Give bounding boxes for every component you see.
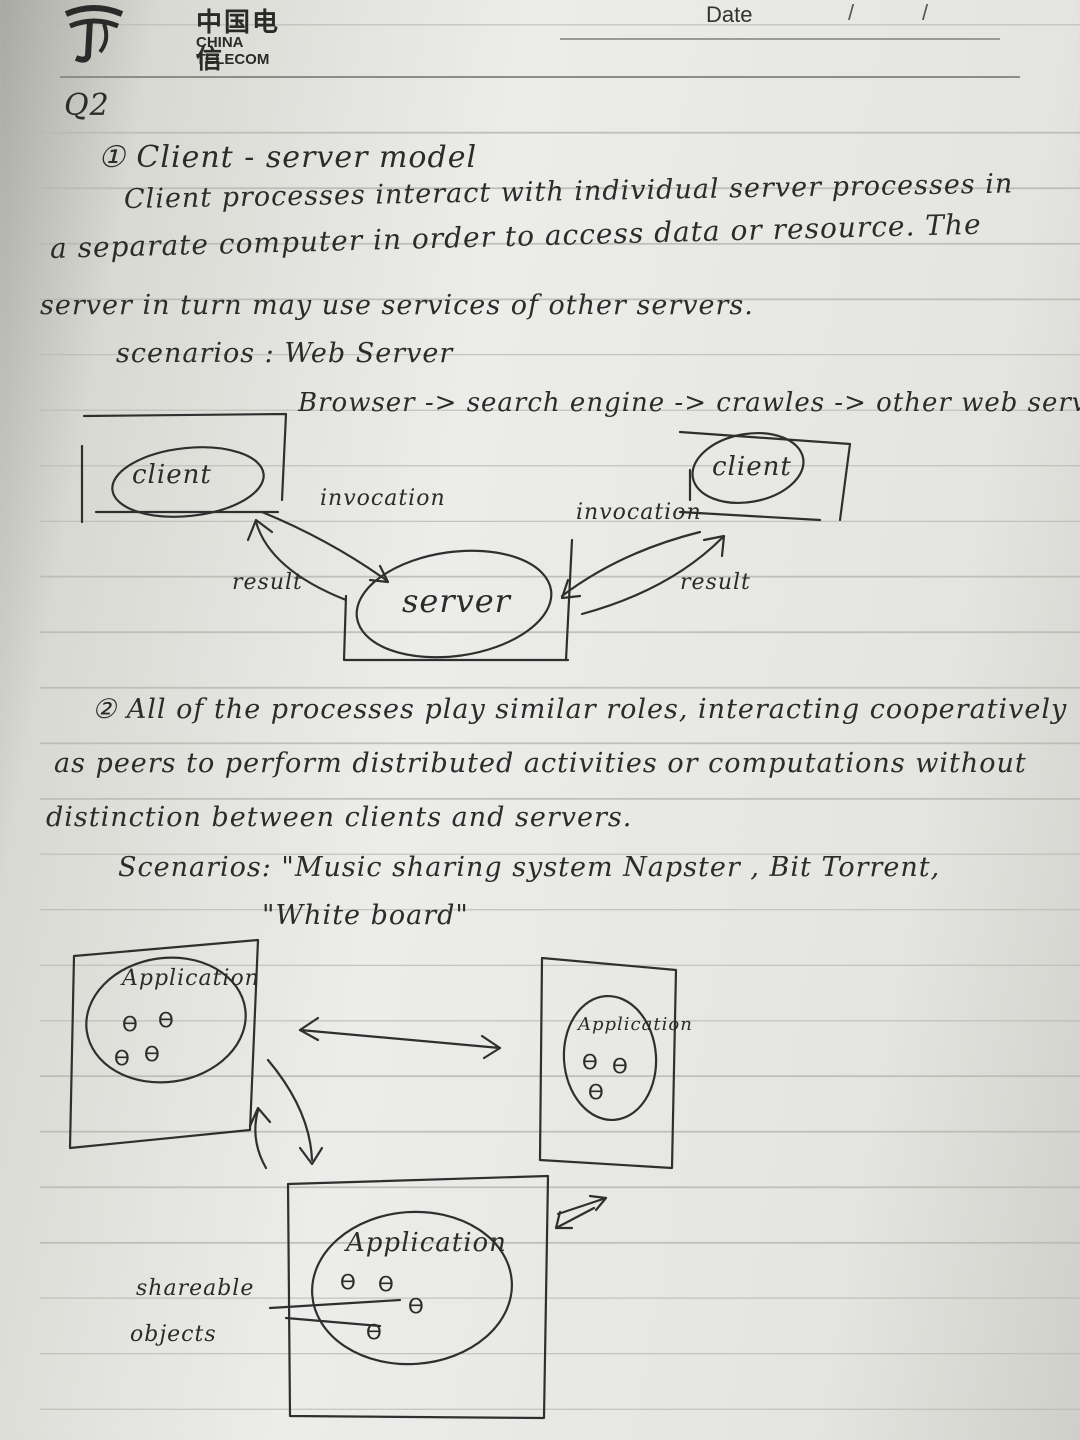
client-label-right: client [712,452,792,482]
result-arrow-left [246,518,274,542]
brand-english: CHINA TELECOM [196,34,270,68]
invocation-label-right: invocation [576,500,702,525]
section1-title: ① Client - server model [98,140,478,175]
client-box-right [678,510,822,522]
date-separator: / [922,0,929,25]
object-icon: ϴ [408,1294,424,1318]
server-box [342,594,570,662]
question-label: Q2 [64,88,110,123]
section1-scenarios: scenarios : Web Server [116,338,454,369]
double-arrow-right [554,1206,596,1230]
date-label: Date [706,2,753,27]
double-arrow-right [556,1196,608,1216]
application-label-bottom: Application [346,1228,507,1258]
date-separator: / [848,0,855,25]
server-label: server [402,582,511,620]
objects-label: objects [130,1322,217,1347]
double-arrow-left [298,1146,324,1166]
object-icon: ϴ [582,1050,598,1074]
section1-chain: Browser -> search engine -> crawles -> o… [298,388,1080,418]
server-box [564,538,574,662]
brand-chinese: 中国电信 [196,8,281,75]
client-ellipse-right [691,432,805,504]
double-arrow-top [298,1028,502,1050]
result-arrow-right [702,534,726,558]
peer-box-bottom [286,1174,550,1420]
application-ellipse-left [85,956,247,1084]
section2-scenarios: Scenarios: "Music sharing system Napster… [118,852,941,883]
server-ellipse [355,549,553,659]
double-arrow-left [248,1106,272,1128]
china-telecom-logo: 中国电信 CHINA TELECOM [60,0,280,75]
invocation-arrow-left [368,564,390,584]
result-arrow-left [254,520,348,602]
double-arrow-top [298,1016,320,1042]
section1-line3: server in turn may use services of other… [40,290,754,321]
object-icon: ϴ [340,1270,356,1294]
date-rule [560,38,1000,40]
double-arrow-left [266,1058,314,1162]
object-icon: ϴ [114,1046,130,1070]
object-icon: ϴ [144,1042,160,1066]
application-label-right: Application [578,1014,693,1035]
double-arrow-top [480,1034,502,1060]
section2-line1: ② All of the processes play similar role… [92,694,1068,725]
ruled-lines [40,0,1080,1440]
double-arrow-right [588,1194,608,1212]
section2-line2: as peers to perform distributed activiti… [54,748,1027,779]
double-arrow-left [254,1108,268,1170]
shareable-pointer [284,1316,382,1328]
shareable-label: shareable [136,1276,255,1301]
invocation-arrow-right [560,530,702,598]
object-icon: ϴ [366,1320,382,1344]
shareable-pointer [268,1298,402,1310]
double-arrow-right [554,1210,574,1230]
object-icon: ϴ [158,1008,174,1032]
object-icon: ϴ [122,1012,138,1036]
object-icon: ϴ [588,1080,604,1104]
result-label-right: result [680,570,751,595]
application-label-left: Application [122,966,260,991]
invocation-arrow-right [560,578,582,600]
header-rule [60,76,1020,78]
section2-scenarios-cont: "White board" [262,900,469,931]
application-ellipse-bottom [311,1210,513,1366]
client-label-left: client [132,460,212,490]
client-box-left [82,412,288,502]
telecom-logo-icon [64,5,124,63]
peer-box-left [68,938,260,1150]
peer-box-right [538,956,678,1170]
application-ellipse-right [562,994,658,1122]
object-icon: ϴ [378,1272,394,1296]
section2-line3: distinction between clients and servers. [46,802,633,833]
invocation-arrow-left [260,510,388,582]
object-icon: ϴ [612,1054,628,1078]
client-ellipse-left [111,446,265,518]
result-arrow-right [580,536,724,616]
result-label-left: result [232,570,303,595]
invocation-label-left: invocation [320,486,446,511]
